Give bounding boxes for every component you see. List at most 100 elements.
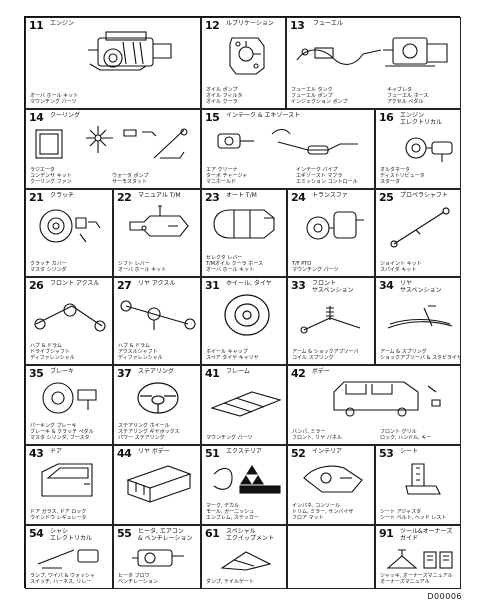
section-caption: T/F PTO マウンチング パーツ: [292, 261, 339, 273]
section-13-fuel[interactable]: 13 フューエル フューエル タンク フューエル ポンプ インジェクション ポン…: [286, 17, 461, 109]
section-25-propeller-shaft[interactable]: 25 プロペラシャフト ジョイント キット スパイダ キット: [375, 189, 461, 277]
section-number: 35: [29, 367, 44, 380]
section-31-wheel-tire[interactable]: 31 ホイール, タイヤ ホイール キャップ スペア タイヤ キャリヤ: [201, 277, 287, 365]
automatic-transmission-icon: [210, 204, 280, 244]
section-caption: バンパ, ミラー フロント, リヤ パネル: [292, 429, 342, 441]
section-title: エンジン: [50, 20, 75, 27]
section-title: シート: [400, 448, 419, 455]
rear-axle-icon: [120, 294, 196, 334]
section-number: 27: [117, 279, 132, 292]
emblem-icon: [208, 460, 284, 496]
section-number: 37: [117, 367, 132, 380]
section-title: ブレーキ: [50, 368, 75, 375]
section-caption-secondary: キャブレタ フューエル ホース アクセル ペダル: [387, 87, 429, 105]
section-34-rear-suspension[interactable]: 34 リヤ サスペンション アーム & スプリング ショックアブソーバ & スタ…: [375, 277, 461, 365]
frame-icon: [208, 386, 284, 418]
section-number: 42: [291, 367, 306, 380]
section-15-intake-exhaust[interactable]: 15 インテーク & エキゾースト エア クリーナ ターボ チャージャ マニホー…: [201, 109, 375, 189]
section-caption: オイル ポンプ オイル フィルタ オイル クーラ: [206, 87, 243, 105]
section-title: ドア: [50, 448, 63, 455]
section-53-seat[interactable]: 53 シート シート アジャスタ シート ベルト, ヘッド レスト: [375, 445, 461, 525]
section-number: 53: [379, 447, 394, 460]
section-11-engine[interactable]: 11 エンジン オーバ ホール キット マウンチング パーツ: [25, 17, 201, 109]
section-caption: ジョイント キット スパイダ キット: [380, 261, 422, 273]
section-41-frame[interactable]: 41 フレーム マウンチング パーツ: [201, 365, 287, 445]
section-54-chassis-electrical[interactable]: 54 シャシ エレクトリカル ランプ, ワイパ & ウォッシャ スイッチ, ハー…: [25, 525, 113, 589]
brake-icon: [38, 380, 102, 416]
section-number: 91: [379, 527, 394, 540]
section-number: 31: [205, 279, 220, 292]
section-number: 14: [29, 111, 44, 124]
section-37-steering[interactable]: 37 ステアリング ステアリング ホイール ステアリング ギヤボックス パワー …: [113, 365, 201, 445]
section-number: 61: [205, 527, 220, 540]
section-title: クラッチ: [50, 192, 75, 199]
section-caption: ダンプ, テイルゲート: [206, 579, 255, 585]
seat-icon: [396, 460, 446, 500]
section-title: フロント サスペンション: [312, 280, 354, 294]
section-title: トランスファ: [312, 192, 348, 199]
section-caption-secondary: インテーク パイプ エギゾースト マフラ エミッション コントロール: [296, 167, 358, 185]
section-43-door[interactable]: 43 ドア ドア ガラス, ドア ロック ウインドウ レギュレータ: [25, 445, 113, 525]
section-caption: ハブ & ドラム アクスルシャフト ディファレンシャル: [118, 343, 163, 361]
section-caption-secondary: フロント グリル ロック, ハンドル, キー: [380, 429, 432, 441]
front-suspension-icon: [298, 302, 368, 336]
steering-wheel-icon: [134, 380, 182, 416]
radiator-icon: [34, 122, 194, 162]
section-33-front-suspension[interactable]: 33 フロント サスペンション アーム & ショックアブソーバ コイル スプリン…: [287, 277, 375, 365]
section-61-special-equipment[interactable]: 61 スペシャル エクイップメント ダンプ, テイルゲート: [201, 525, 287, 589]
parts-index-sheet: 11 エンジン オーバ ホール キット マウンチング パーツ 12 ルブリケーシ…: [24, 16, 461, 589]
section-number: 16: [379, 111, 394, 124]
section-title: ボデー: [312, 368, 331, 375]
jack-tools-icon: [384, 546, 456, 572]
section-12-lubrication[interactable]: 12 ルブリケーション オイル ポンプ オイル フィルタ オイル クーラ: [201, 17, 286, 109]
section-16-engine-electrical[interactable]: 16 エンジン エレクトリカル オルタネータ ディストリビュータ スタータ: [375, 109, 461, 189]
section-44-rear-body[interactable]: 44 リヤ ボデー: [113, 445, 201, 525]
propeller-shaft-icon: [386, 206, 456, 250]
section-42-body[interactable]: 42 ボデー バンパ, ミラー フロント, リヤ パネル フロント グリル ロッ…: [287, 365, 461, 445]
section-number: 15: [205, 111, 220, 124]
oil-pump-icon: [224, 32, 272, 76]
section-caption: ホイール キャップ スペア タイヤ キャリヤ: [206, 349, 259, 361]
section-caption: オルタネータ ディストリビュータ スタータ: [380, 167, 425, 185]
section-number: 22: [117, 191, 132, 204]
section-22-manual-transmission[interactable]: 22 マニュアル T/M シフト レバー オーバ ホール キット: [113, 189, 201, 277]
section-number: 52: [291, 447, 306, 460]
fuel-system-icon: [293, 30, 457, 76]
dashboard-icon: [300, 460, 366, 496]
section-title: フレーム: [226, 368, 250, 375]
section-26-front-axle[interactable]: 26 フロント アクスル ハブ & ドラム ドライブシャフト ディファレンシャル: [25, 277, 113, 365]
section-caption: ドア ガラス, ドア ロック ウインドウ レギュレータ: [30, 509, 87, 521]
section-21-clutch[interactable]: 21 クラッチ クラッチ カバー マスタ シリンダ: [25, 189, 113, 277]
section-35-brake[interactable]: 35 ブレーキ パーキング ブレーキ ブレーキ & クラッチ ペダル マスタ シ…: [25, 365, 113, 445]
section-51-exterior[interactable]: 51 エクステリア マーク, デカル モール, ガーニッシュ エンブレム, ステ…: [201, 445, 287, 525]
front-axle-icon: [32, 294, 108, 334]
section-caption: セレクタ レバー T/Mオイル クーラ ホース オーバ ホール キット: [206, 255, 263, 273]
section-title: インテリア: [312, 448, 343, 455]
section-24-transfer[interactable]: 24 トランスファ T/F PTO マウンチング パーツ: [287, 189, 375, 277]
section-23-automatic-transmission[interactable]: 23 オート T/M セレクタ レバー T/Mオイル クーラ ホース オーバ ホ…: [201, 189, 287, 277]
engine-icon: [78, 28, 188, 80]
section-91-tools-owners-guide[interactable]: 91 ツール&オーナーズ ガイド ジャッキ, オーナーズマニュアル オーナーズマ…: [375, 525, 461, 589]
section-52-interior[interactable]: 52 インテリア インパネ, コンソール トリム, ミラー, サンバイザ フロア…: [287, 445, 375, 525]
section-title: ホイール, タイヤ: [226, 280, 272, 287]
section-55-heater-ac-ventilation[interactable]: 55 ヒータ, エアコン & ベンチレーション ヒータ ブロワ ベンチレーション: [113, 525, 201, 589]
section-caption: フューエル タンク フューエル ポンプ インジェクション ポンプ: [291, 87, 348, 105]
section-title: フロント アクスル: [50, 280, 100, 287]
heater-unit-icon: [128, 546, 188, 570]
section-title: シャシ エレクトリカル: [50, 528, 93, 542]
section-14-cooling[interactable]: 14 クーリング ラジエータ コンデンサ キット クーリング ファン ウォータ …: [25, 109, 201, 189]
section-caption: ステアリング ホイール ステアリング ギヤボックス パワー ステアリング: [118, 423, 180, 441]
section-title: マニュアル T/M: [138, 192, 181, 199]
section-27-rear-axle[interactable]: 27 リヤ アクスル ハブ & ドラム アクスルシャフト ディファレンシャル: [113, 277, 201, 365]
page-code: D00006: [427, 592, 462, 601]
rear-suspension-icon: [384, 302, 456, 336]
section-title: インテーク & エキゾースト: [226, 112, 301, 119]
section-title: エクステリア: [226, 448, 262, 455]
section-number: 21: [29, 191, 44, 204]
section-caption: アーム & ショックアブソーバ コイル スプリング: [292, 349, 359, 361]
section-number: 26: [29, 279, 44, 292]
section-number: 43: [29, 447, 44, 460]
transfer-case-icon: [298, 204, 368, 248]
section-caption: ランプ, ワイパ & ウォッシャ スイッチ, ハーネス, リレー: [30, 573, 96, 585]
section-caption: マーク, デカル モール, ガーニッシュ エンブレム, ステッカー: [206, 503, 259, 521]
